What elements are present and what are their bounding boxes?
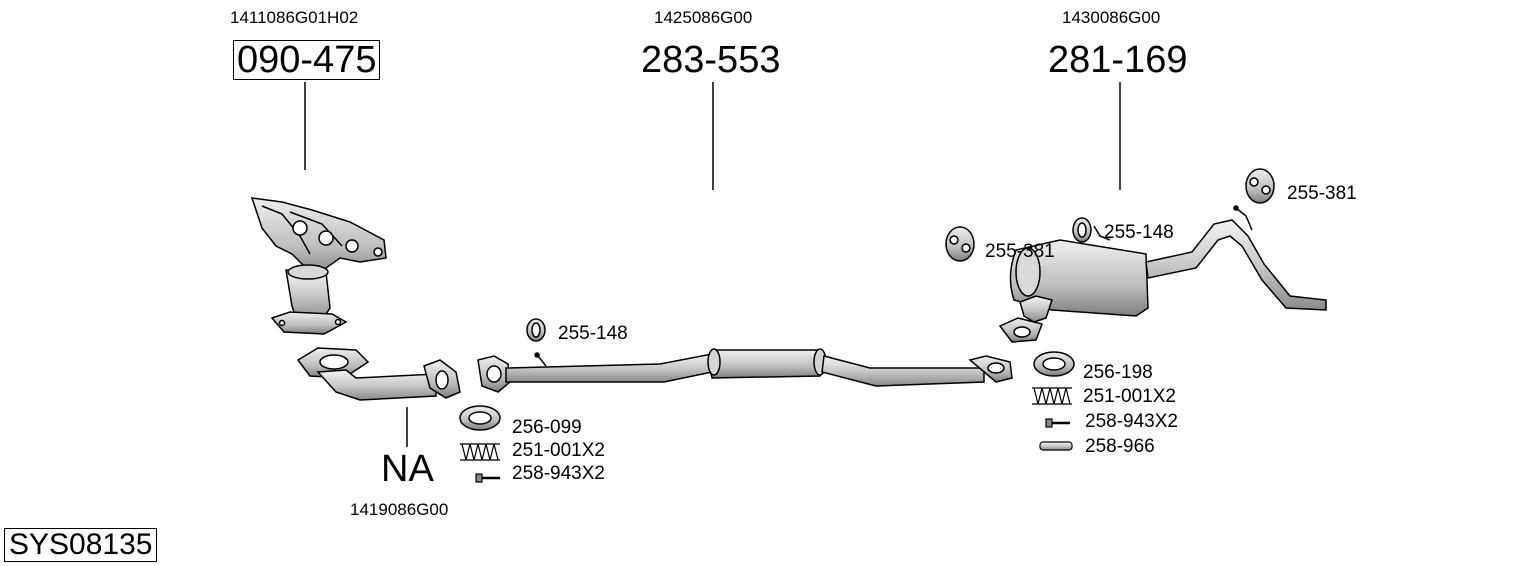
oe-number-manifold: 1411086G01H02 bbox=[230, 8, 359, 27]
accessory-label-rear-gasket[interactable]: 256-198 bbox=[1083, 362, 1153, 383]
rear-silencer bbox=[998, 205, 1327, 343]
accessory-label-rear-hanger-a[interactable]: 255-381 bbox=[985, 241, 1055, 262]
stud-icon bbox=[1039, 441, 1073, 451]
part-number-manifold[interactable]: 090-475 bbox=[233, 40, 381, 80]
part-number-middle-pipe[interactable]: 283-553 bbox=[641, 39, 781, 81]
accessory-label-front-spring[interactable]: 251-001X2 bbox=[512, 440, 605, 461]
part-number-front-pipe: NA bbox=[381, 448, 434, 490]
gasket-icon bbox=[1033, 351, 1075, 377]
accessory-label-rear-spring[interactable]: 251-001X2 bbox=[1083, 386, 1176, 407]
bolt-icon bbox=[1045, 418, 1070, 428]
accessory-label-rear-bolt[interactable]: 258-943X2 bbox=[1085, 411, 1178, 432]
oe-number-front-pipe: 1419086G00 bbox=[350, 500, 449, 519]
accessory-label-rear-stud[interactable]: 258-966 bbox=[1085, 436, 1155, 457]
spring-icon bbox=[1032, 387, 1072, 405]
middle-pipe bbox=[477, 348, 1013, 393]
oe-number-rear-silencer: 1430086G00 bbox=[1062, 8, 1161, 27]
accessory-label-front-gasket[interactable]: 256-099 bbox=[512, 417, 582, 438]
ring-icon bbox=[1072, 217, 1092, 243]
exhaust-manifold bbox=[250, 197, 387, 335]
accessory-label-middle-ring[interactable]: 255-148 bbox=[558, 323, 628, 344]
bolt-icon bbox=[475, 473, 500, 483]
accessory-label-rear-hanger-b[interactable]: 255-381 bbox=[1287, 183, 1357, 204]
ring-icon bbox=[526, 318, 546, 342]
diagram-id: SYS08135 bbox=[4, 528, 158, 562]
part-number-rear-silencer[interactable]: 281-169 bbox=[1048, 39, 1188, 81]
oe-number-middle-pipe: 1425086G00 bbox=[654, 8, 753, 27]
front-pipe bbox=[296, 347, 461, 401]
hanger-icon bbox=[1245, 168, 1275, 204]
accessory-label-rear-ring[interactable]: 255-148 bbox=[1104, 222, 1174, 243]
spring-icon bbox=[460, 443, 500, 461]
hanger-icon bbox=[945, 226, 975, 262]
gasket-icon bbox=[459, 405, 501, 431]
accessory-label-front-bolt[interactable]: 258-943X2 bbox=[512, 463, 605, 484]
